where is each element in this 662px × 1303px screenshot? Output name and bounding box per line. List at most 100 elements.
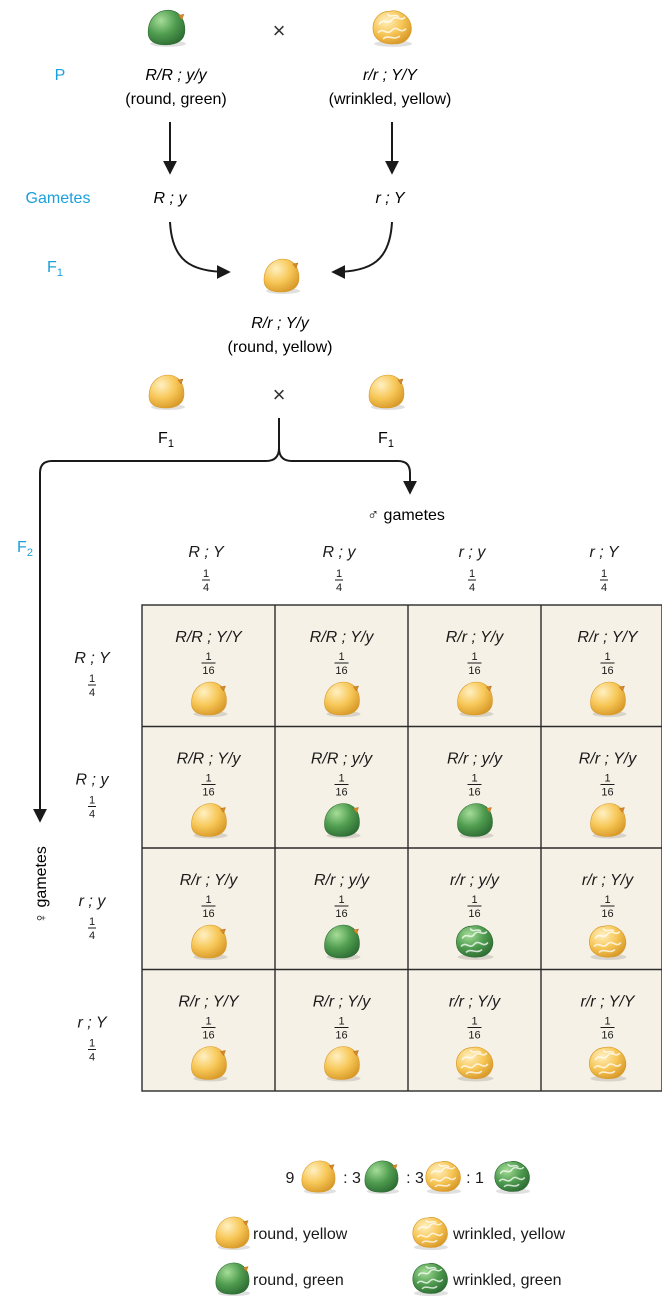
cell-genotype: r/r ; Y/y bbox=[582, 872, 634, 889]
cell-genotype: R/r ; Y/y bbox=[579, 751, 637, 768]
ratio-item: : 3 bbox=[343, 1161, 399, 1194]
column-gamete: R ; y bbox=[323, 544, 357, 561]
fraction-numerator: 1 bbox=[205, 1016, 211, 1028]
column-header: r ; Y14 bbox=[589, 544, 619, 594]
pea-round-yellow-icon bbox=[264, 259, 300, 294]
fraction-denominator: 16 bbox=[468, 908, 480, 920]
row-fraction: 14 bbox=[88, 795, 96, 821]
column-header: R ; y 14 bbox=[323, 544, 357, 594]
gametes-right: r ; Y bbox=[375, 190, 405, 207]
gametes-label: Gametes bbox=[26, 190, 91, 207]
fraction-numerator: 1 bbox=[471, 894, 477, 906]
pea-round-green-icon bbox=[216, 1263, 250, 1296]
fraction-numerator: 1 bbox=[89, 795, 95, 807]
row-fraction: 14 bbox=[88, 916, 96, 942]
gametes-left: R ; y bbox=[154, 190, 188, 207]
fraction-numerator: 1 bbox=[205, 894, 211, 906]
fraction-denominator: 16 bbox=[335, 665, 347, 677]
f1-cross-symbol: × bbox=[273, 382, 286, 407]
cell-genotype: R/R ; Y/y bbox=[310, 629, 375, 646]
cell-genotype: R/r ; Y/y bbox=[446, 629, 504, 646]
fraction-denominator: 16 bbox=[335, 908, 347, 920]
column-fraction: 14 bbox=[468, 568, 476, 594]
cell-genotype: R/r ; Y/Y bbox=[178, 994, 239, 1011]
female-gametes-label: ♀ gametes bbox=[33, 846, 50, 924]
phenotype-legend: round, yellowwrinkled, yellowround, gree… bbox=[216, 1217, 566, 1296]
fraction-denominator: 16 bbox=[601, 908, 613, 920]
pea-wrinkled-green-icon bbox=[495, 1161, 530, 1194]
cell-genotype: R/R ; y/y bbox=[311, 751, 373, 768]
parental-right-genotype: r/r ; Y/Y bbox=[363, 67, 418, 84]
column-gamete: r ; Y bbox=[589, 544, 619, 561]
f1-label: F1 bbox=[47, 259, 63, 279]
cell-genotype: R/R ; Y/Y bbox=[175, 629, 243, 646]
row-gamete: R ; Y bbox=[74, 650, 111, 667]
row-header: r ; Y14 bbox=[77, 1015, 107, 1064]
arrow-gamete-right-to-f1 bbox=[334, 222, 392, 272]
phenotype-ratio: 9: 3: 3: 1 bbox=[286, 1161, 531, 1194]
fraction-numerator: 1 bbox=[338, 894, 344, 906]
cell-genotype: r/r ; Y/Y bbox=[581, 994, 636, 1011]
fraction-denominator: 4 bbox=[89, 687, 95, 699]
fraction-numerator: 1 bbox=[338, 773, 344, 785]
column-gamete: R ; Y bbox=[188, 544, 225, 561]
fraction-numerator: 1 bbox=[604, 894, 610, 906]
fraction-numerator: 1 bbox=[471, 1016, 477, 1028]
parental-left-genotype: R/R ; y/y bbox=[145, 67, 207, 84]
fraction-numerator: 1 bbox=[205, 773, 211, 785]
parental-label: P bbox=[55, 67, 66, 84]
fraction-denominator: 16 bbox=[335, 787, 347, 799]
ratio-count: : 3 bbox=[343, 1170, 361, 1187]
row-header: R ; y 14 bbox=[76, 772, 110, 821]
fraction-numerator: 1 bbox=[604, 773, 610, 785]
legend-label: wrinkled, green bbox=[452, 1272, 562, 1289]
fraction-denominator: 16 bbox=[468, 665, 480, 677]
cell-genotype: R/r ; y/y bbox=[314, 872, 370, 889]
punnett-square: R/R ; Y/Y116R/R ; Y/y116R/r ; Y/y116R/r … bbox=[142, 605, 662, 1091]
fraction-numerator: 1 bbox=[469, 568, 475, 580]
fraction-denominator: 4 bbox=[89, 930, 95, 942]
fraction-denominator: 16 bbox=[468, 1030, 480, 1042]
cell-genotype: R/R ; Y/y bbox=[177, 751, 242, 768]
pea-round-yellow-icon bbox=[216, 1217, 250, 1250]
cell-genotype: r/r ; Y/y bbox=[449, 994, 501, 1011]
legend-item: wrinkled, yellow bbox=[413, 1217, 566, 1250]
fraction-denominator: 16 bbox=[468, 787, 480, 799]
fraction-denominator: 16 bbox=[601, 787, 613, 799]
f1-genotype: R/r ; Y/y bbox=[251, 315, 309, 332]
fraction-numerator: 1 bbox=[336, 568, 342, 580]
fraction-numerator: 1 bbox=[205, 651, 211, 663]
cell-genotype: r/r ; y/y bbox=[450, 872, 500, 889]
fraction-denominator: 16 bbox=[202, 1030, 214, 1042]
legend-item: wrinkled, green bbox=[413, 1263, 562, 1296]
fraction-numerator: 1 bbox=[89, 1038, 95, 1050]
parental-left-phenotype: (round, green) bbox=[125, 91, 226, 108]
column-gamete-headers: R ; Y14R ; y14r ; y14r ; Y14 bbox=[188, 544, 619, 594]
legend-item: round, yellow bbox=[216, 1217, 348, 1250]
cell-genotype: R/r ; y/y bbox=[447, 751, 503, 768]
pea-round-yellow-icon bbox=[369, 375, 405, 410]
f1-cross-right-label: F1 bbox=[378, 430, 394, 450]
parental-cross-symbol: × bbox=[273, 18, 286, 43]
fraction-denominator: 16 bbox=[202, 908, 214, 920]
row-gamete: R ; y bbox=[76, 772, 110, 789]
pea-round-green-icon bbox=[148, 10, 186, 47]
row-gamete-headers: R ; Y14R ; y14r ; y14r ; Y14 bbox=[74, 650, 111, 1064]
fraction-denominator: 4 bbox=[203, 582, 209, 594]
male-gametes-label: ♂ gametes bbox=[367, 507, 445, 524]
fraction-denominator: 4 bbox=[89, 1052, 95, 1064]
column-fraction: 14 bbox=[202, 568, 210, 594]
parental-right-phenotype: (wrinkled, yellow) bbox=[329, 91, 452, 108]
fraction-numerator: 1 bbox=[203, 568, 209, 580]
row-fraction: 14 bbox=[88, 1038, 96, 1064]
ratio-count: 9 bbox=[286, 1170, 295, 1187]
f2-label: F2 bbox=[17, 539, 33, 559]
fraction-numerator: 1 bbox=[89, 673, 95, 685]
pea-round-yellow-icon bbox=[302, 1161, 336, 1194]
fraction-numerator: 1 bbox=[338, 651, 344, 663]
fraction-numerator: 1 bbox=[604, 1016, 610, 1028]
ratio-count: : 1 bbox=[466, 1170, 484, 1187]
column-fraction: 14 bbox=[335, 568, 343, 594]
legend-label: round, yellow bbox=[253, 1226, 348, 1243]
